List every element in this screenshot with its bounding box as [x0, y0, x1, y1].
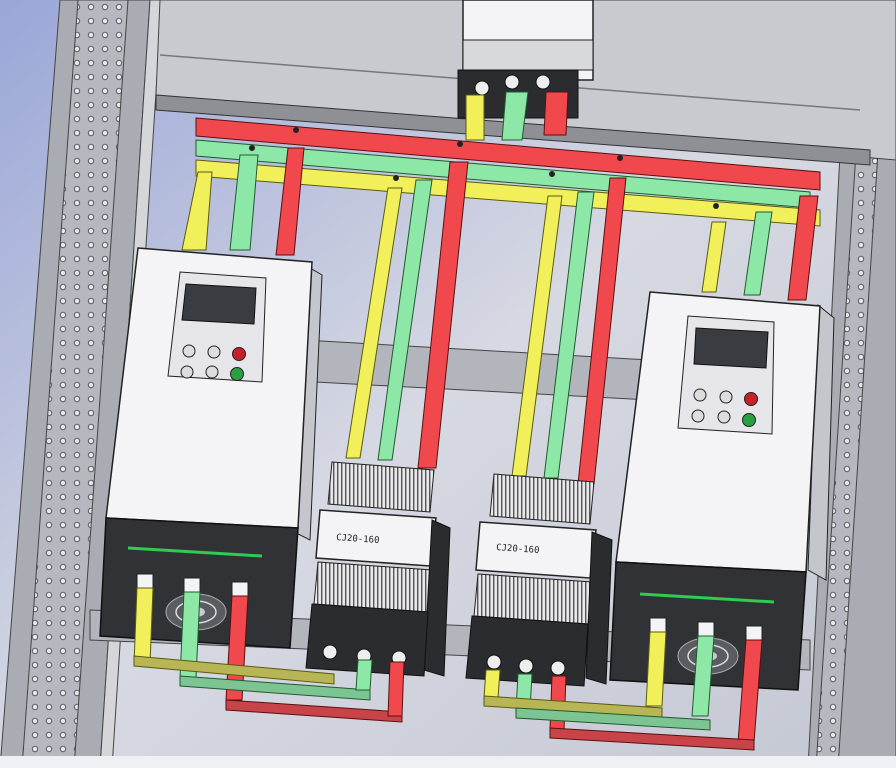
- contactor-1-label: CJ20-160: [336, 533, 380, 546]
- output-busbars-right: [483, 695, 755, 751]
- busbars-left-drive: [181, 147, 305, 256]
- keypad-button-icon: [180, 344, 221, 379]
- contactor-2: CJ20-160: [465, 473, 613, 687]
- keypad-button-icon: [691, 388, 733, 424]
- terminal-screw-icon: [486, 654, 566, 676]
- output-busbars-left: [133, 655, 403, 723]
- right-drive-unit: [609, 291, 835, 743]
- terminal-screw-icon: [474, 74, 551, 96]
- contactor-1: CJ20-160: [305, 461, 451, 677]
- left-drive-unit: [99, 247, 323, 701]
- bottom-edge: [0, 756, 896, 768]
- start-button-icon: [230, 367, 244, 381]
- busbars-contactor-2: [511, 177, 627, 485]
- main-busbars: [195, 117, 821, 227]
- busbars-right-drive: [701, 195, 819, 301]
- stop-button-icon: [232, 347, 246, 361]
- start-button-icon: [742, 413, 756, 427]
- breaker-feeders: [465, 91, 569, 141]
- stop-button-icon: [744, 392, 758, 406]
- busbars-contactor-1: [345, 161, 469, 469]
- contactor-2-label: CJ20-160: [496, 543, 540, 556]
